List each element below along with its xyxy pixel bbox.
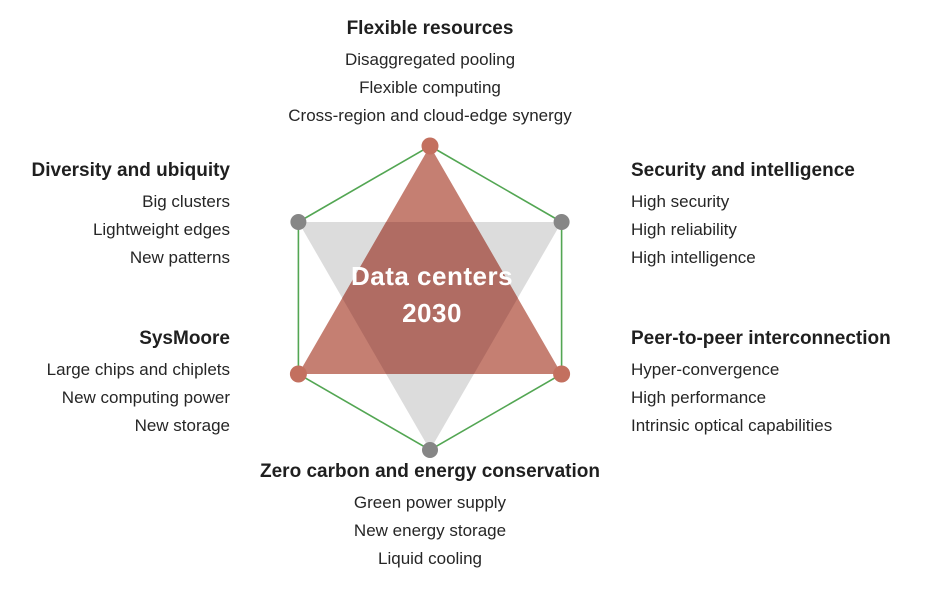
vertex-dot-bottom-left [289,365,307,383]
section-security-and-intelligence: Security and intelligence High security … [631,158,931,272]
section-zero-carbon-and-energy-conservation: Zero carbon and energy conservation Gree… [180,459,680,573]
section-title: SysMoore [139,328,230,349]
section-item: High security [631,192,730,211]
section-item: New patterns [129,248,230,267]
section-item: New energy storage [353,521,507,540]
vertex-dot-top [421,137,439,155]
vertex-dot-bottom-right [553,365,571,383]
section-item: High intelligence [631,248,756,267]
overlap-hexagon [342,222,518,374]
section-item: Large chips and chiplets [46,360,230,379]
center-label-line2: 2030 [402,298,462,328]
center-label: Data centers 2030 [282,258,582,332]
section-title: Flexible resources [346,18,514,39]
section-title: Zero carbon and energy conservation [260,461,600,482]
section-title: Diversity and ubiquity [31,160,230,181]
section-item: Intrinsic optical capabilities [631,416,833,435]
vertex-dot-top-right [553,214,570,230]
section-item: New computing power [61,388,230,407]
section-item: Big clusters [142,192,230,211]
center-label-line1: Data centers [350,261,514,291]
section-item: Green power supply [353,493,507,512]
section-item: High performance [631,388,767,407]
section-peer-to-peer-interconnection: Peer-to-peer interconnection Hyper-conve… [631,326,931,440]
section-sysmoore: SysMoore Large chips and chiplets New co… [0,326,230,440]
section-item: Liquid cooling [378,549,482,568]
section-item: High reliability [631,220,737,239]
section-item: New storage [134,416,230,435]
section-flexible-resources: Flexible resources Disaggregated pooling… [180,16,680,130]
section-title: Security and intelligence [631,160,855,181]
section-item: Lightweight edges [92,220,230,239]
section-item: Hyper-convergence [631,360,780,379]
vertex-dot-bottom [422,442,438,458]
section-diversity-and-ubiquity: Diversity and ubiquity Big clusters Ligh… [0,158,230,272]
vertex-dot-top-left [290,214,307,230]
section-item: Flexible computing [359,78,501,97]
section-item: Disaggregated pooling [344,50,516,69]
section-item: Cross-region and cloud-edge synergy [288,106,572,125]
section-title: Peer-to-peer interconnection [631,328,891,349]
